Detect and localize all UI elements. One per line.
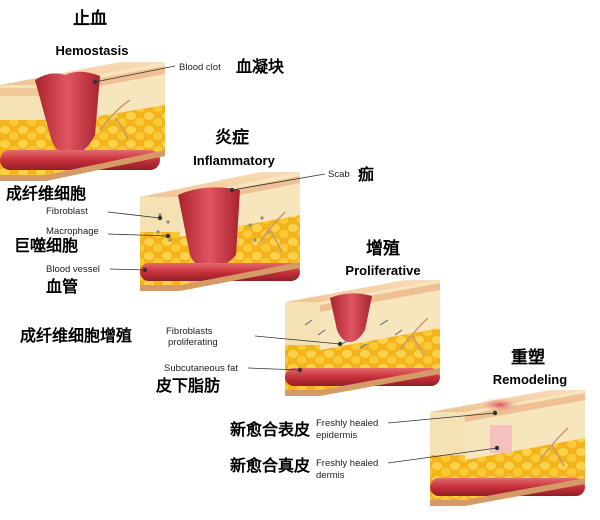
healed-dermis-label-zh: 新愈合真皮	[230, 456, 310, 475]
stage-2-title-zh: 炎症	[215, 127, 249, 148]
scab-label: Scab	[328, 169, 350, 180]
scab-label-zh: 痂	[358, 165, 374, 184]
stage-3-title-zh: 增殖	[366, 238, 400, 259]
fibroblast-label-zh: 成纤维细胞	[6, 184, 86, 203]
healed-epidermis-label-1: Freshly healed	[316, 418, 378, 429]
healed-dermis-label-2: dermis	[316, 470, 345, 481]
fibroblasts-proliferating-label-zh: 成纤维细胞增殖	[20, 326, 132, 345]
macrophage-label: Macrophage	[46, 226, 99, 237]
fibroblasts-proliferating-label-1: Fibroblasts	[166, 326, 213, 337]
hemostasis-block	[0, 62, 165, 181]
subcutaneous-fat-label: Subcutaneous fat	[164, 363, 238, 374]
stage-4-title-en: Remodeling	[493, 372, 567, 387]
blood-clot-shape	[35, 71, 100, 155]
blood-clot-label: Blood clot	[179, 62, 221, 73]
healed-epidermis-shape	[478, 397, 522, 413]
blood-vessel-shape-2	[140, 263, 300, 281]
stage-2-title-en: Inflammatory	[193, 153, 275, 168]
blood-vessel-label: Blood vessel	[46, 264, 100, 275]
healed-dermis-shape	[490, 425, 512, 453]
blood-vessel-shape-3	[285, 368, 440, 386]
proliferative-block	[285, 280, 440, 396]
blood-vessel-label-zh: 血管	[46, 277, 78, 296]
stage-3-title-en: Proliferative	[345, 263, 420, 278]
stage-1-title-en: Hemostasis	[56, 43, 129, 58]
scab-shape	[178, 187, 240, 268]
remodeling-block	[430, 390, 585, 506]
stage-4-title-zh: 重塑	[511, 347, 545, 368]
healed-dermis-label-1: Freshly healed	[316, 458, 378, 469]
fibroblasts-proliferating-label-2: proliferating	[168, 337, 218, 348]
inflammatory-block	[140, 172, 300, 291]
healed-epidermis-label-zh: 新愈合表皮	[230, 420, 310, 439]
blood-vessel-shape-4	[430, 478, 585, 496]
macrophage-label-zh: 巨噬细胞	[14, 236, 78, 255]
stage-1-title-zh: 止血	[73, 8, 107, 29]
healing-wound-shape	[330, 293, 372, 342]
blood-clot-label-zh: 血凝块	[236, 57, 285, 76]
fibroblast-label: Fibroblast	[46, 206, 88, 217]
subcutaneous-fat-label-zh: 皮下脂肪	[155, 376, 220, 395]
leader-lines	[92, 65, 500, 464]
healed-epidermis-label-2: epidermis	[316, 430, 357, 441]
